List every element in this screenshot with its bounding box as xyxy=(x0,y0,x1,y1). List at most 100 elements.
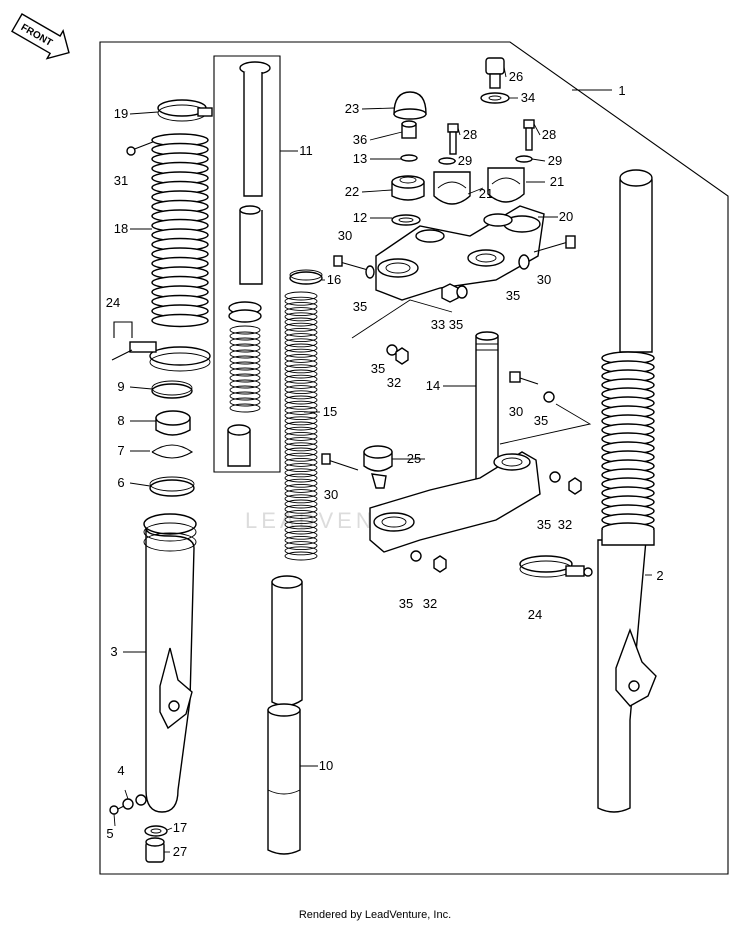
callout-10: 10 xyxy=(319,758,333,773)
bolt-26 xyxy=(485,57,505,89)
callout-35: 35 xyxy=(399,596,413,611)
callout-32: 32 xyxy=(558,517,572,532)
nut-32-upper xyxy=(395,347,409,365)
nut-32-bracket-bottom xyxy=(433,555,447,573)
callout-12: 12 xyxy=(353,210,367,225)
handlebar-holder-21-right xyxy=(487,167,525,203)
bolt-27 xyxy=(145,837,165,863)
callout-4: 4 xyxy=(117,763,124,778)
callout-14: 14 xyxy=(426,378,440,393)
callout-30: 30 xyxy=(338,228,352,243)
callout-30: 30 xyxy=(324,487,338,502)
washer-35-mid xyxy=(456,285,468,299)
callout-35: 35 xyxy=(537,517,551,532)
washer-29-left xyxy=(438,157,456,165)
callout-21: 21 xyxy=(479,186,493,201)
callout-19: 19 xyxy=(114,106,128,121)
washer-6 xyxy=(149,476,195,497)
callout-13: 13 xyxy=(353,151,367,166)
callout-16: 16 xyxy=(327,272,341,287)
fork-assembly-2 xyxy=(597,169,657,813)
callout-7: 7 xyxy=(117,443,124,458)
callout-26: 26 xyxy=(509,69,523,84)
plug-36 xyxy=(401,120,417,139)
outer-tube-3 xyxy=(135,513,197,813)
spring-seat-16 xyxy=(289,269,323,285)
washer-35-upper-right xyxy=(518,254,530,270)
fork-boot-18 xyxy=(151,133,209,328)
upper-bracket-20 xyxy=(375,205,545,301)
callout-15: 15 xyxy=(323,404,337,419)
callout-5: 5 xyxy=(106,826,113,841)
bolt-30-lower-right xyxy=(509,371,539,385)
callout-9: 9 xyxy=(117,379,124,394)
callout-24: 24 xyxy=(528,607,542,622)
bolt-30-upper-right xyxy=(533,235,576,253)
nut-33 xyxy=(441,283,459,303)
washer-34 xyxy=(480,92,510,104)
bolt-30-upper-left xyxy=(333,255,369,271)
callout-18: 18 xyxy=(114,221,128,236)
washer-35-lower xyxy=(386,344,398,356)
callout-1: 1 xyxy=(618,83,625,98)
callout-2: 2 xyxy=(656,568,663,583)
callout-20: 20 xyxy=(559,209,573,224)
bolt-30-lower-left xyxy=(321,453,359,471)
callout-36: 36 xyxy=(353,132,367,147)
washer-29-right xyxy=(515,155,533,163)
callout-35: 35 xyxy=(534,413,548,428)
handlebar-holder-21-left xyxy=(433,171,471,205)
diagram-border xyxy=(99,41,729,875)
callout-30: 30 xyxy=(537,272,551,287)
fork-spring-15 xyxy=(284,291,318,561)
circlip-7 xyxy=(151,444,194,459)
clamp-19 xyxy=(157,99,213,122)
screw-5 xyxy=(109,805,125,815)
callout-35: 35 xyxy=(449,317,463,332)
callout-6: 6 xyxy=(117,475,124,490)
lower-bracket-stem xyxy=(369,451,541,553)
callout-28: 28 xyxy=(463,127,477,142)
bolt-28-right xyxy=(523,119,535,151)
callout-17: 17 xyxy=(173,820,187,835)
washer-35-upper-left xyxy=(365,265,375,279)
cable-guide-25 xyxy=(363,445,393,489)
washer-35-bracket-bottom xyxy=(410,550,422,562)
callout-32: 32 xyxy=(423,596,437,611)
callout-22: 22 xyxy=(345,184,359,199)
bushing-8 xyxy=(155,410,191,436)
washer-35-bracket-right xyxy=(549,471,561,483)
callout-21: 21 xyxy=(550,174,564,189)
clamp-24-left xyxy=(111,321,211,372)
callout-11: 11 xyxy=(299,143,313,158)
washer-35-lower-right xyxy=(543,391,555,403)
callout-23: 23 xyxy=(345,101,359,116)
footer-credit: Rendered by LeadVenture, Inc. xyxy=(299,909,451,921)
callout-31: 31 xyxy=(114,173,128,188)
washer-4 xyxy=(122,798,134,810)
nut-32-bracket-right xyxy=(568,477,582,495)
callout-3: 3 xyxy=(110,644,117,659)
callout-35: 35 xyxy=(506,288,520,303)
callout-29: 29 xyxy=(548,153,562,168)
oil-seal-9 xyxy=(151,380,193,399)
callout-35: 35 xyxy=(371,361,385,376)
leader-lines xyxy=(113,66,652,853)
callout-8: 8 xyxy=(117,413,124,428)
callout-35: 35 xyxy=(353,299,367,314)
callout-30: 30 xyxy=(509,404,523,419)
callout-32: 32 xyxy=(387,375,401,390)
callout-labels: 1234567891011121314151617181920212122232… xyxy=(106,69,664,859)
inner-tube-10 xyxy=(267,575,303,855)
callout-28: 28 xyxy=(542,127,556,142)
callout-24: 24 xyxy=(106,295,120,310)
damper-kit-11 xyxy=(213,55,281,473)
washer-12 xyxy=(391,214,421,226)
callout-33: 33 xyxy=(431,317,445,332)
stem-nut-22 xyxy=(391,175,425,201)
fork-boot-2 xyxy=(601,351,655,546)
front-arrow-icon: FRONT xyxy=(11,13,70,60)
clamp-24-right xyxy=(519,555,593,578)
